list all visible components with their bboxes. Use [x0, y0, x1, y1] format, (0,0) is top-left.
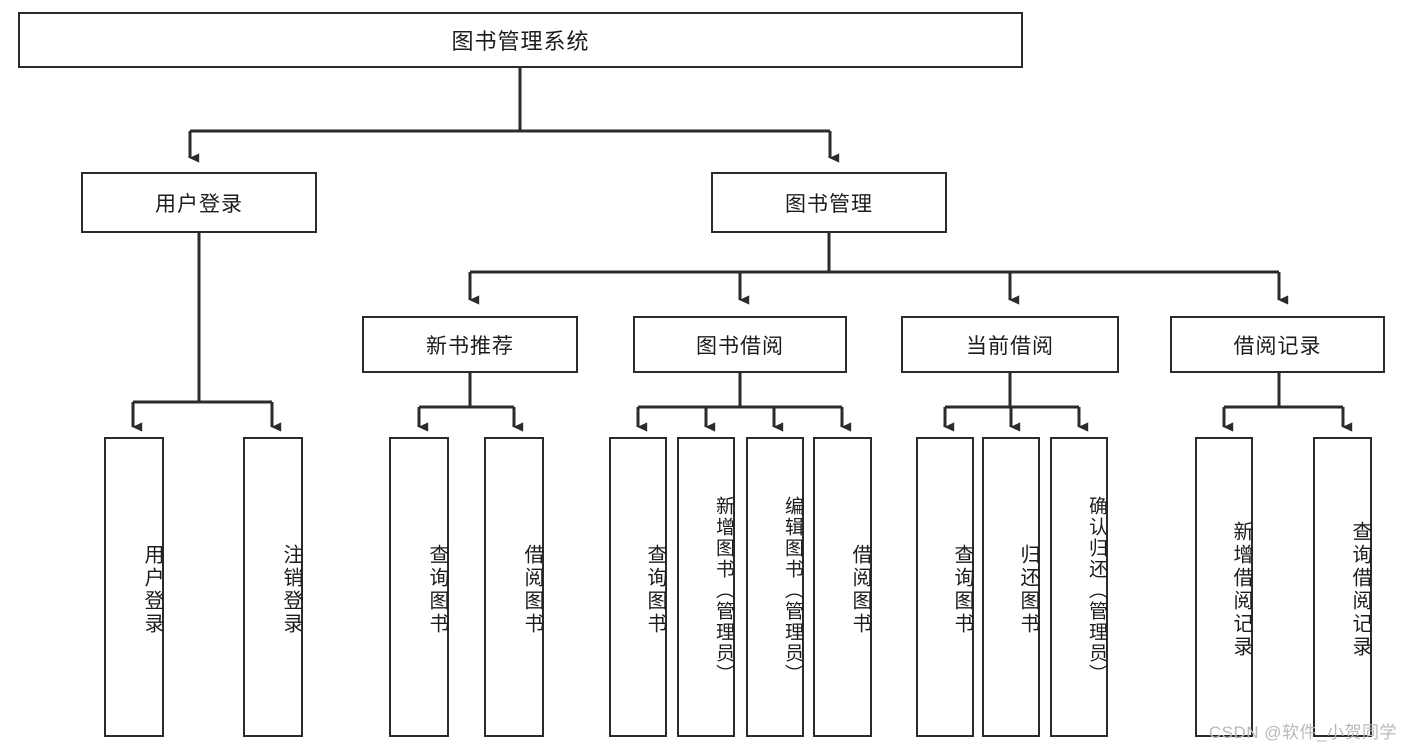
node-label: 当前借阅	[966, 334, 1054, 358]
node-label: 查询借阅记录	[1349, 521, 1371, 659]
node-label: 图书管理	[785, 192, 873, 216]
node-label: 查询图书	[951, 544, 973, 636]
leaf-current-return-book[interactable]: 归还图书	[982, 437, 1040, 737]
node-label: 查询图书	[426, 544, 448, 636]
node-label: 借阅记录	[1233, 334, 1322, 358]
node-borrow-record[interactable]: 借阅记录	[1170, 316, 1385, 373]
csdn-watermark: CSDN @软件_小贺同学	[1208, 723, 1397, 742]
leaf-borrow-add-book-admin[interactable]: 新增图书（管理员）	[677, 437, 735, 737]
node-user-login[interactable]: 用户登录	[81, 172, 317, 233]
node-label: 注销登录	[280, 544, 302, 636]
leaf-new-book-query[interactable]: 查询图书	[389, 437, 449, 737]
node-label: 借阅图书	[521, 544, 543, 636]
node-new-book-recommend[interactable]: 新书推荐	[362, 316, 578, 373]
node-label: 查询图书	[644, 544, 666, 636]
leaf-new-book-borrow[interactable]: 借阅图书	[484, 437, 544, 737]
leaf-current-confirm-return-admin[interactable]: 确认归还（管理员）	[1050, 437, 1108, 737]
node-current-borrow[interactable]: 当前借阅	[901, 316, 1119, 373]
leaf-current-query-book[interactable]: 查询图书	[916, 437, 974, 737]
node-label: 用户登录	[141, 544, 163, 636]
node-label: 确认归还（管理员）	[1086, 495, 1107, 685]
node-label: 新增借阅记录	[1230, 521, 1252, 659]
leaf-record-add[interactable]: 新增借阅记录	[1195, 437, 1253, 737]
node-book-management[interactable]: 图书管理	[711, 172, 947, 233]
node-label: 图书借阅	[696, 334, 784, 358]
node-label: 用户登录	[155, 192, 243, 216]
node-book-borrow[interactable]: 图书借阅	[633, 316, 847, 373]
node-label: 归还图书	[1017, 544, 1039, 636]
leaf-borrow-edit-book-admin[interactable]: 编辑图书（管理员）	[746, 437, 804, 737]
node-root-system[interactable]: 图书管理系统	[18, 12, 1023, 68]
node-label: 编辑图书（管理员）	[782, 495, 803, 685]
leaf-user-login-signout[interactable]: 注销登录	[243, 437, 303, 737]
leaf-user-login-signin[interactable]: 用户登录	[104, 437, 164, 737]
node-label: 图书管理系统	[451, 29, 590, 54]
node-label: 新增图书（管理员）	[713, 495, 734, 685]
node-label: 借阅图书	[849, 544, 871, 636]
node-label: 新书推荐	[426, 334, 514, 358]
leaf-borrow-query-book[interactable]: 查询图书	[609, 437, 667, 737]
leaf-borrow-borrow-book[interactable]: 借阅图书	[813, 437, 872, 737]
leaf-record-query[interactable]: 查询借阅记录	[1313, 437, 1372, 737]
